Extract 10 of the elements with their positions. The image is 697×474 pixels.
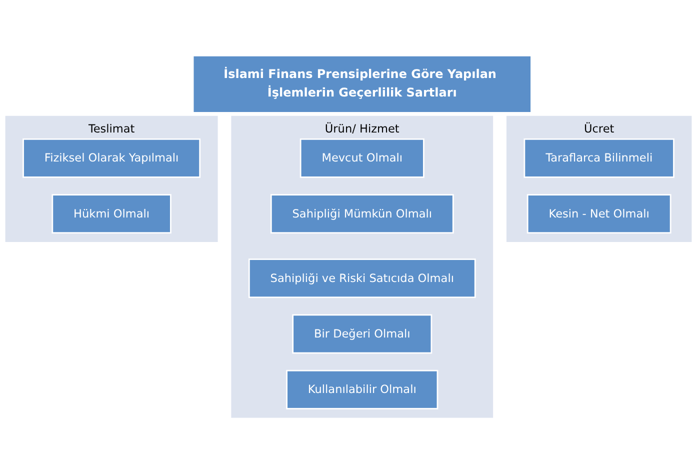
node-box: İslami Finans Prensiplerine Göre Yapılan İşlemlerin Geçerlilik Sartları (192, 55, 532, 114)
node-box: Kesin - Net Olmalı (526, 194, 672, 234)
node-box: Fiziksel Olarak Yapılmalı (22, 138, 201, 178)
node-box: Sahipliği ve Riski Satıcıda Olmalı (248, 259, 476, 298)
node-box: Sahipliği Mümkün Olmalı (270, 194, 454, 234)
node-box: Kullanılabilir Olmalı (286, 370, 438, 410)
node-box: Hükmi Olmalı (52, 194, 172, 234)
node-box: Mevcut Olmalı (300, 138, 424, 178)
node-box: Taraflarca Bilinmeli (524, 138, 674, 178)
node-box: Bir Değeri Olmalı (292, 314, 432, 354)
